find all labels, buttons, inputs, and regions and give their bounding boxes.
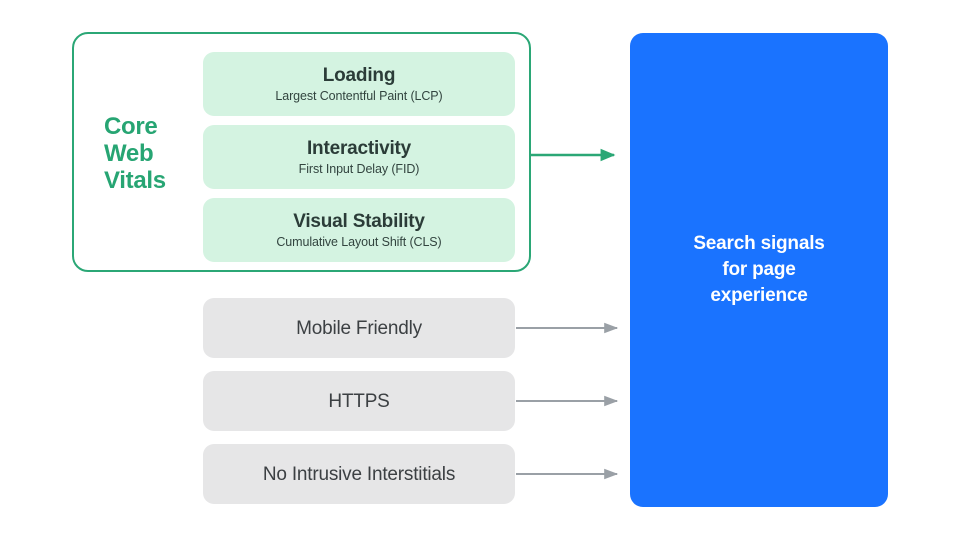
metric-subtitle: First Input Delay (FID) — [298, 162, 420, 176]
core-web-vitals-group — [72, 32, 531, 272]
core-web-vitals-label-line-1: Core — [104, 113, 158, 140]
signal-card-mobile-friendly[interactable]: Mobile Friendly — [203, 298, 515, 358]
metric-card-visual-stability[interactable]: Visual Stability Cumulative Layout Shift… — [203, 198, 515, 262]
metric-title: Interactivity — [306, 138, 412, 159]
search-signals-line-1: Search signals — [693, 233, 825, 254]
metric-title: Loading — [322, 65, 396, 86]
metric-card-interactivity[interactable]: Interactivity First Input Delay (FID) — [203, 125, 515, 189]
signal-label: HTTPS — [328, 390, 390, 412]
metric-title: Visual Stability — [293, 211, 425, 232]
signal-label: Mobile Friendly — [296, 317, 422, 339]
core-web-vitals-label-line-2: Web — [104, 140, 154, 167]
metric-subtitle: Cumulative Layout Shift (CLS) — [276, 235, 442, 249]
signal-card-no-intrusive-interstitials[interactable]: No Intrusive Interstitials — [203, 444, 515, 504]
search-signals-line-2: for page — [722, 259, 796, 280]
signal-card-https[interactable]: HTTPS — [203, 371, 515, 431]
metric-subtitle: Largest Contentful Paint (LCP) — [275, 89, 443, 103]
search-signals-line-3: experience — [710, 285, 808, 306]
search-signals-box[interactable]: Search signals for page experience — [630, 33, 888, 507]
core-web-vitals-label-line-3: Vitals — [104, 167, 166, 194]
metric-card-loading[interactable]: Loading Largest Contentful Paint (LCP) — [203, 52, 515, 116]
signal-label: No Intrusive Interstitials — [262, 463, 456, 485]
search-signals-label: Search signals for page experience — [693, 231, 825, 309]
